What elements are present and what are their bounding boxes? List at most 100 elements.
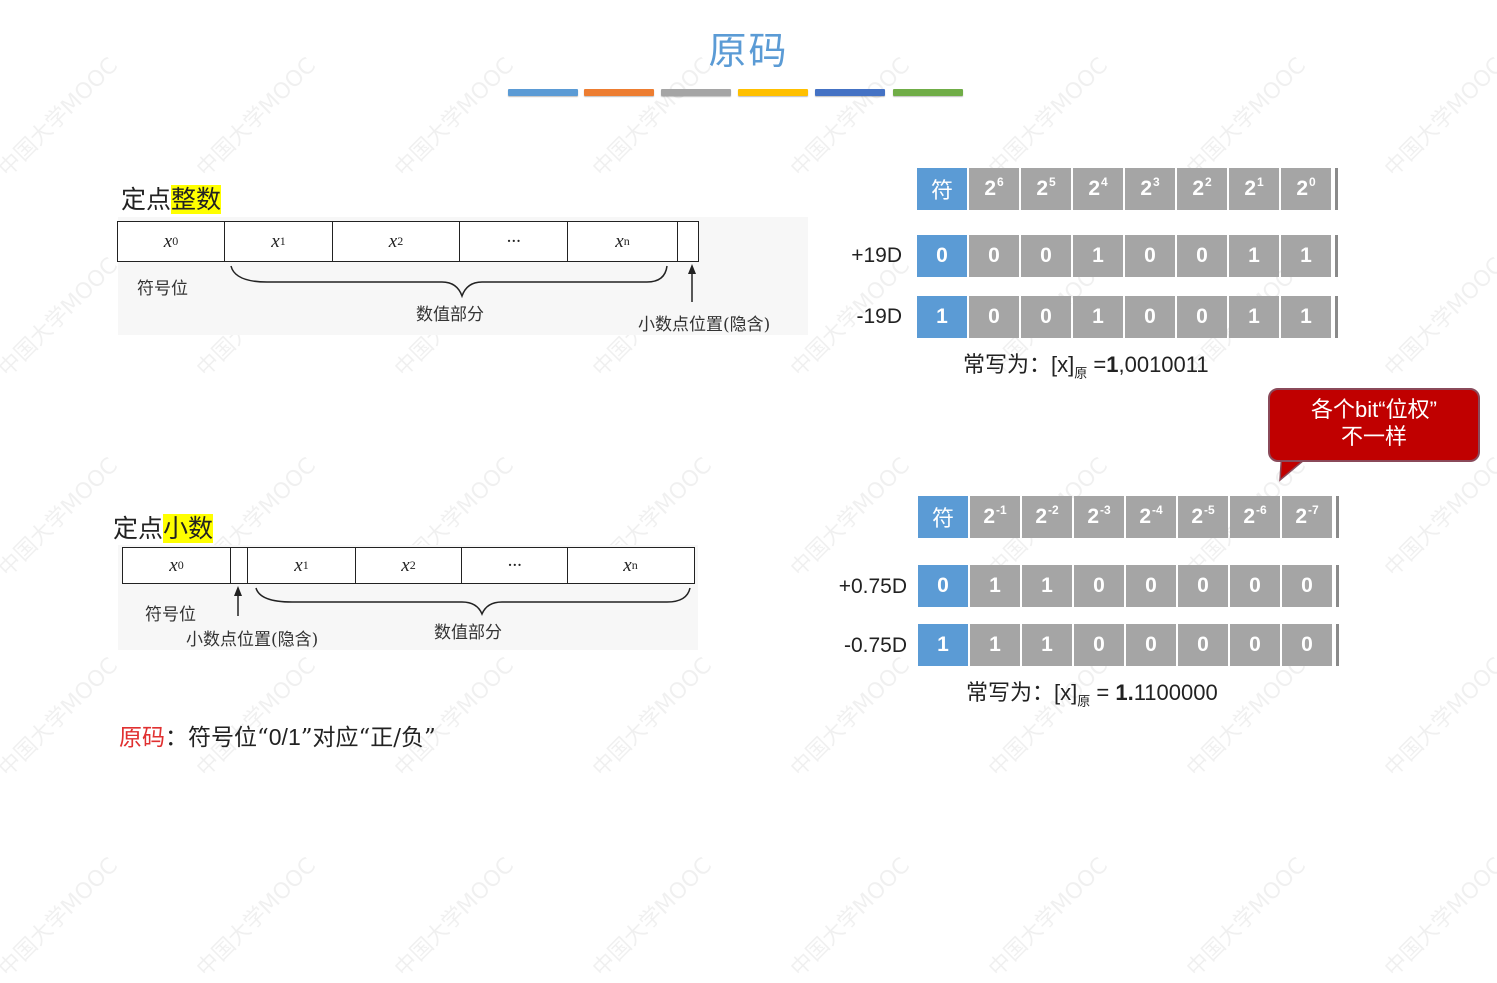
watermark-text: 中国大学MOOC xyxy=(192,653,321,782)
callout-line-2: 不一样 xyxy=(1340,425,1407,450)
written-sign-bit: 1. xyxy=(1115,680,1134,705)
watermark-text: 中国大学MOOC xyxy=(390,853,519,982)
sign-bit-cell: 1 xyxy=(917,296,967,338)
watermark-text: 中国大学MOOC xyxy=(786,853,915,982)
watermark-text: 中国大学MOOC xyxy=(786,653,915,782)
watermark-text: 中国大学MOOC xyxy=(1182,653,1311,782)
value-bit-cell: 1 xyxy=(1281,235,1331,277)
value-bit-cell: 0 xyxy=(1021,296,1071,338)
register-cell xyxy=(678,222,698,261)
row-end-strip xyxy=(1335,235,1338,277)
row-end-strip xyxy=(1336,565,1339,607)
register-cell: ··· xyxy=(460,222,568,261)
written-equals: = xyxy=(1090,680,1116,705)
footer-code: 0/1 xyxy=(268,724,301,750)
value-bit-cell: 1 xyxy=(1281,296,1331,338)
integer-heading-prefix: 定点 xyxy=(121,185,172,214)
value-bit-cell: 0 xyxy=(1074,565,1124,607)
weight-header-cell: 2-5 xyxy=(1178,496,1228,538)
weight-header-cell: 2-2 xyxy=(1022,496,1072,538)
written-equals: = xyxy=(1087,352,1107,377)
value-bit-cell: 0 xyxy=(969,296,1019,338)
value-bit-cell: 0 xyxy=(1282,624,1332,666)
value-bit-cell: 1 xyxy=(1229,296,1279,338)
written-x: [x] xyxy=(1054,680,1078,705)
footer-definition: 原码：符号位“0/1”对应“正/负” xyxy=(119,718,436,752)
watermark-text: 中国大学MOOC xyxy=(588,653,717,782)
value-bit-cell: 0 xyxy=(1126,565,1176,607)
value-bit-cell: 0 xyxy=(1230,624,1280,666)
value-bit-cell: 0 xyxy=(1178,624,1228,666)
footer-meaning: 正/负 xyxy=(370,725,425,751)
color-bar xyxy=(661,89,731,96)
written-prefix: 常写为： xyxy=(966,681,1055,706)
watermark-text: 中国大学MOOC xyxy=(1380,453,1497,582)
integer-row-label-positive: +19D xyxy=(851,244,902,267)
watermark-text: 中国大学MOOC xyxy=(0,253,123,382)
color-bar xyxy=(738,89,808,96)
value-bit-cell: 0 xyxy=(1282,565,1332,607)
integer-value-brace xyxy=(230,264,696,302)
sign-bit-cell: 0 xyxy=(918,565,968,607)
sign-header-cell: 符 xyxy=(917,168,967,210)
value-bit-cell: 0 xyxy=(1021,235,1071,277)
value-bit-cell: 1 xyxy=(1022,624,1072,666)
fraction-value-label: 数值部分 xyxy=(434,623,502,643)
sign-bit-cell: 0 xyxy=(917,235,967,277)
color-bar xyxy=(815,89,885,96)
fraction-heading: 定点小数 xyxy=(113,509,214,545)
register-cell xyxy=(231,548,248,583)
callout-line-1: 各个bit“位权” xyxy=(1311,397,1437,422)
fraction-value-brace xyxy=(234,586,691,616)
slide-title: 原码 xyxy=(708,29,789,73)
sign-header-cell: 符 xyxy=(918,496,968,538)
footer-term: 原码 xyxy=(119,725,165,751)
weight-header-cell: 2-7 xyxy=(1282,496,1332,538)
value-bit-cell: 1 xyxy=(1022,565,1072,607)
fraction-heading-prefix: 定点 xyxy=(113,514,164,543)
weight-header-cell: 2-3 xyxy=(1074,496,1124,538)
value-bit-cell: 1 xyxy=(970,565,1020,607)
watermark-text: 中国大学MOOC xyxy=(588,853,717,982)
row-end-strip xyxy=(1336,624,1339,666)
sign-bit-cell: 1 xyxy=(918,624,968,666)
watermark-text: 中国大学MOOC xyxy=(0,453,123,582)
weight-header-cell: 2-4 xyxy=(1126,496,1176,538)
footer-text-c: ” xyxy=(424,725,436,751)
watermark-text: 中国大学MOOC xyxy=(984,653,1113,782)
color-bar xyxy=(584,89,654,96)
watermark-text: 中国大学MOOC xyxy=(1380,853,1497,982)
written-prefix: 常写为： xyxy=(963,353,1052,378)
watermark-text: 中国大学MOOC xyxy=(1182,853,1311,982)
written-value-bits: 1100000 xyxy=(1133,680,1218,705)
value-bit-cell: 0 xyxy=(969,235,1019,277)
watermark-text: 中国大学MOOC xyxy=(192,853,321,982)
value-bit-cell: 0 xyxy=(1177,235,1227,277)
footer-text-a: ：符号位“ xyxy=(165,725,269,751)
fraction-row-label-negative: -0.75D xyxy=(843,634,907,657)
watermark-text: 中国大学MOOC xyxy=(1380,253,1497,382)
fraction-sign-label: 符号位 xyxy=(145,605,196,625)
integer-heading: 定点整数 xyxy=(121,180,222,216)
integer-written-form: 常写为：[x]原 =1,0010011 xyxy=(963,347,1209,381)
written-x: [x] xyxy=(1051,352,1075,377)
value-bit-cell: 0 xyxy=(1178,565,1228,607)
